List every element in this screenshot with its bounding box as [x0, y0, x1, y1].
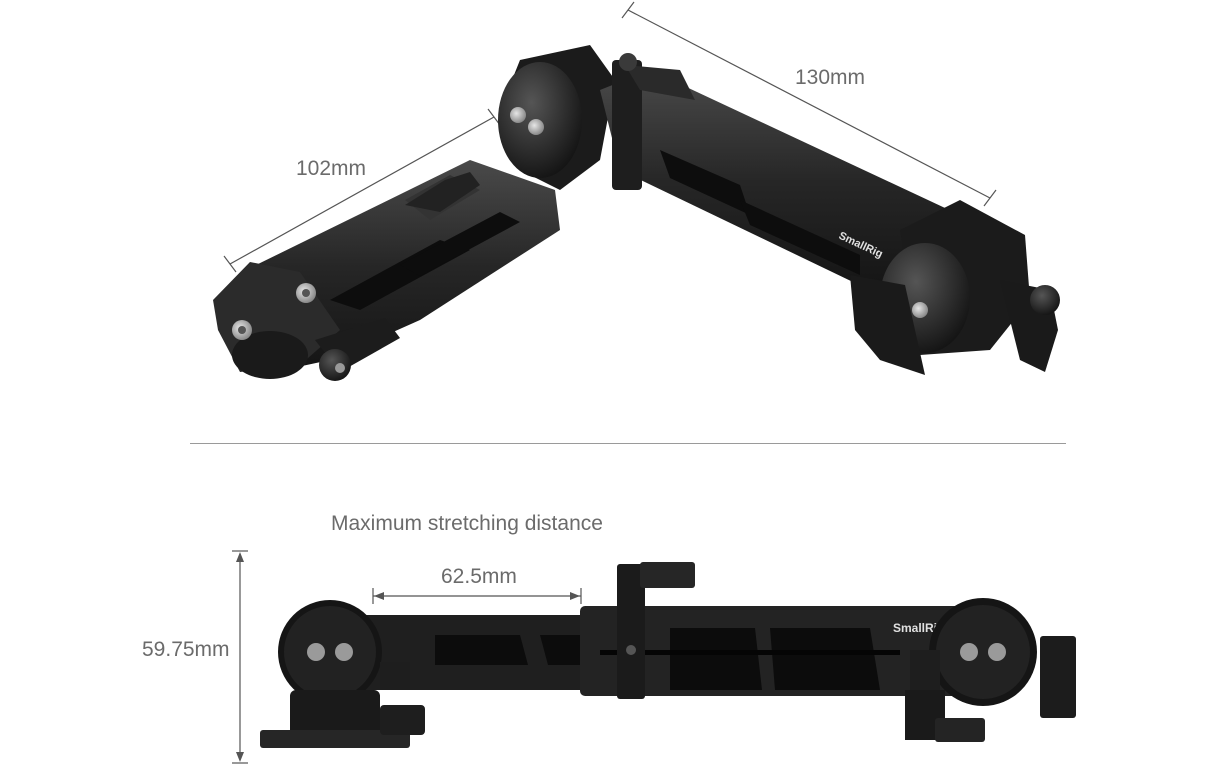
left-mount-plate [213, 262, 340, 379]
dimension-label-130: 130mm [795, 66, 866, 89]
dimension-label-extension: 62.5mm [441, 565, 517, 588]
arm-perspective-render: SmallRig [213, 1, 1060, 381]
left-lock-lever [315, 318, 400, 381]
screw-icon [960, 643, 978, 661]
left-hinge-knob [278, 600, 382, 704]
left-base-mount [260, 662, 425, 748]
screw-icon [510, 107, 526, 123]
right-arm-segment: SmallRig [600, 70, 960, 295]
right-mount-clamp [850, 275, 1060, 375]
center-hinge-knob [498, 45, 615, 190]
brand-logo-bottom: SmallRig [893, 621, 944, 635]
dimension-label-102: 102mm [296, 157, 367, 180]
dimension-line-102 [223, 108, 501, 273]
outer-arm-bar: SmallRig [580, 606, 975, 696]
right-top-lever [612, 53, 695, 190]
dimension-line-130 [621, 1, 997, 207]
screw-icon [307, 643, 325, 661]
center-lock-lever [617, 562, 695, 699]
screw-icon [912, 302, 928, 318]
arm-side-profile: SmallRig [232, 550, 1076, 764]
right-side-mount [905, 636, 1076, 742]
section-divider [190, 443, 1066, 444]
dimension-label-height: 59.75mm [142, 638, 230, 661]
left-top-lever [405, 172, 480, 212]
right-hinge-knob-side [929, 598, 1037, 706]
dimension-line-height [232, 550, 248, 764]
screw-icon [528, 119, 544, 135]
screw-icon [988, 643, 1006, 661]
screw-icon [335, 643, 353, 661]
dimension-line-extension [372, 588, 582, 604]
max-stretch-caption: Maximum stretching distance [331, 512, 603, 535]
